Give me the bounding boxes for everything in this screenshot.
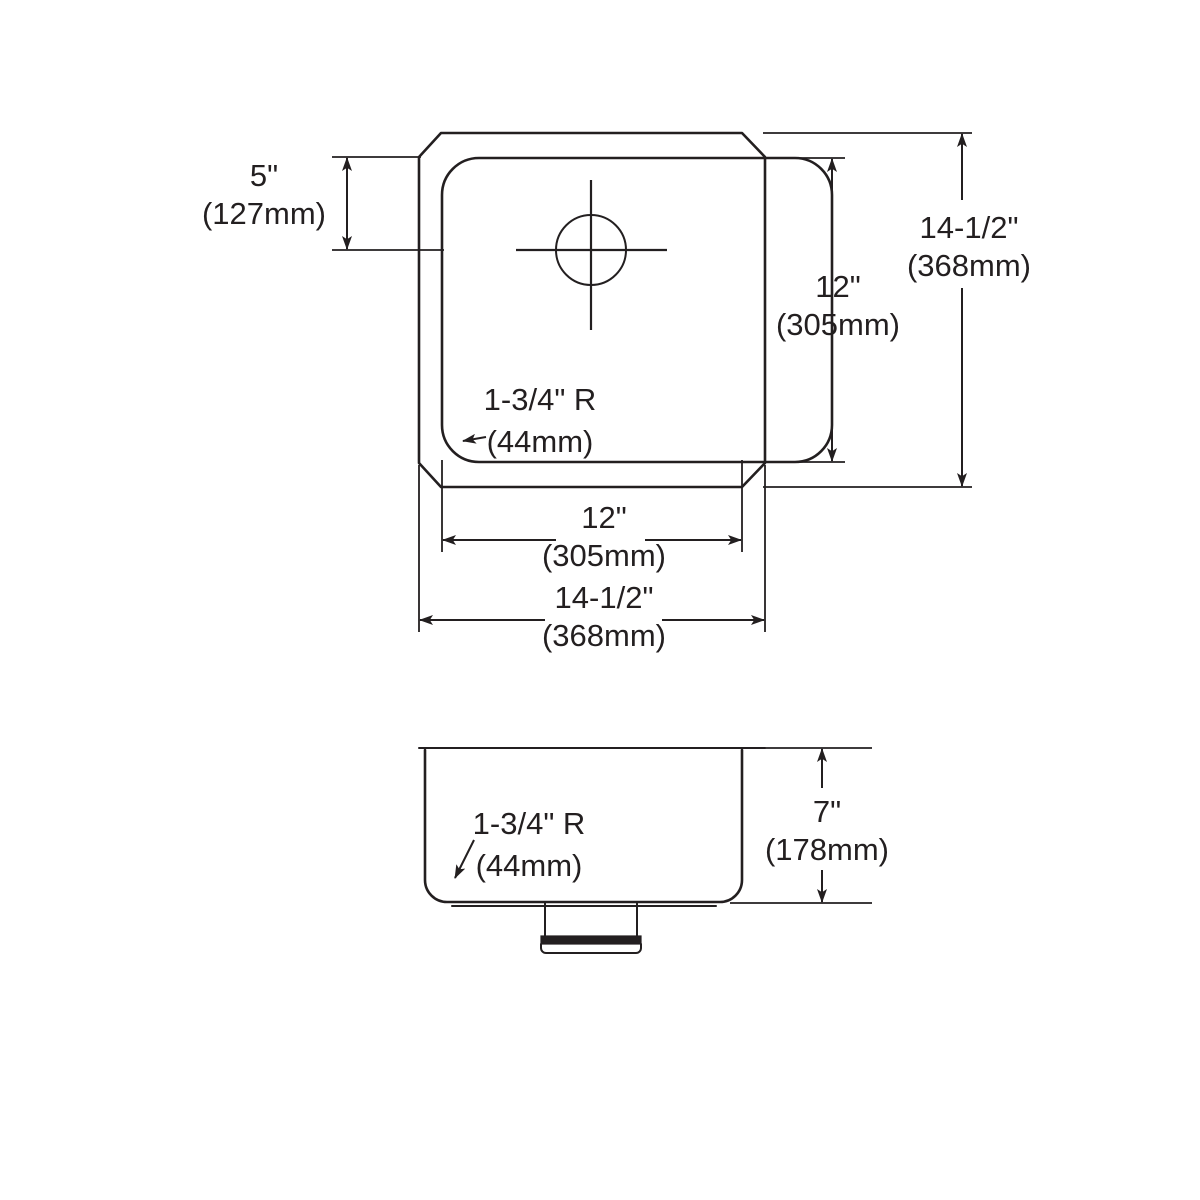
top-view-geometry: 1-3/4" R (44mm) 5" (127mm) 12" (305mm)	[202, 131, 1031, 653]
label-overall-width-imperial: 14-1/2"	[555, 580, 654, 615]
drain-stub-neck	[544, 902, 638, 938]
label-bowl-depth-imperial: 7"	[813, 794, 841, 829]
label-overall-width-metric: (368mm)	[542, 618, 666, 653]
label-rim-to-bowl-top-metric: (127mm)	[202, 196, 326, 231]
drain-stub-flange-band	[540, 935, 642, 945]
dimension-overall-width: 14-1/2" (368mm)	[418, 465, 766, 653]
side-radius-label-imperial: 1-3/4" R	[473, 806, 586, 841]
label-overall-height-imperial: 14-1/2"	[920, 210, 1019, 245]
label-bowl-width-imperial: 12"	[581, 500, 627, 535]
dimension-bowl-height: 12" (305mm)	[776, 157, 900, 463]
top-view-radius-leader	[462, 433, 487, 444]
label-bowl-height-metric: (305mm)	[776, 307, 900, 342]
side-view-geometry: 1-3/4" R (44mm) 7" (178mm)	[418, 747, 889, 954]
side-bowl-profile	[423, 748, 744, 904]
label-overall-height-metric: (368mm)	[907, 248, 1031, 283]
drain-crosshair	[516, 180, 667, 330]
dimension-overall-height: 14-1/2" (368mm)	[763, 132, 1031, 488]
radius-leader-line-top	[462, 433, 487, 444]
top-radius-label-metric: (44mm)	[487, 424, 594, 459]
label-rim-to-bowl-top-imperial: 5"	[250, 158, 278, 193]
label-bowl-depth-metric: (178mm)	[765, 832, 889, 867]
side-radius-label-metric: (44mm)	[476, 848, 583, 883]
label-bowl-height-imperial: 12"	[815, 269, 861, 304]
label-bowl-width-metric: (305mm)	[542, 538, 666, 573]
dimension-rim-to-bowl-top: 5" (127mm)	[202, 156, 444, 251]
drain-stub-lip	[540, 943, 642, 954]
drain-stub	[540, 902, 642, 954]
dimension-bowl-width: 12" (305mm)	[441, 460, 743, 573]
dimension-bowl-depth: 7" (178mm)	[730, 747, 889, 904]
radius-leader-line-side	[454, 839, 475, 879]
top-radius-label-imperial: 1-3/4" R	[484, 382, 597, 417]
